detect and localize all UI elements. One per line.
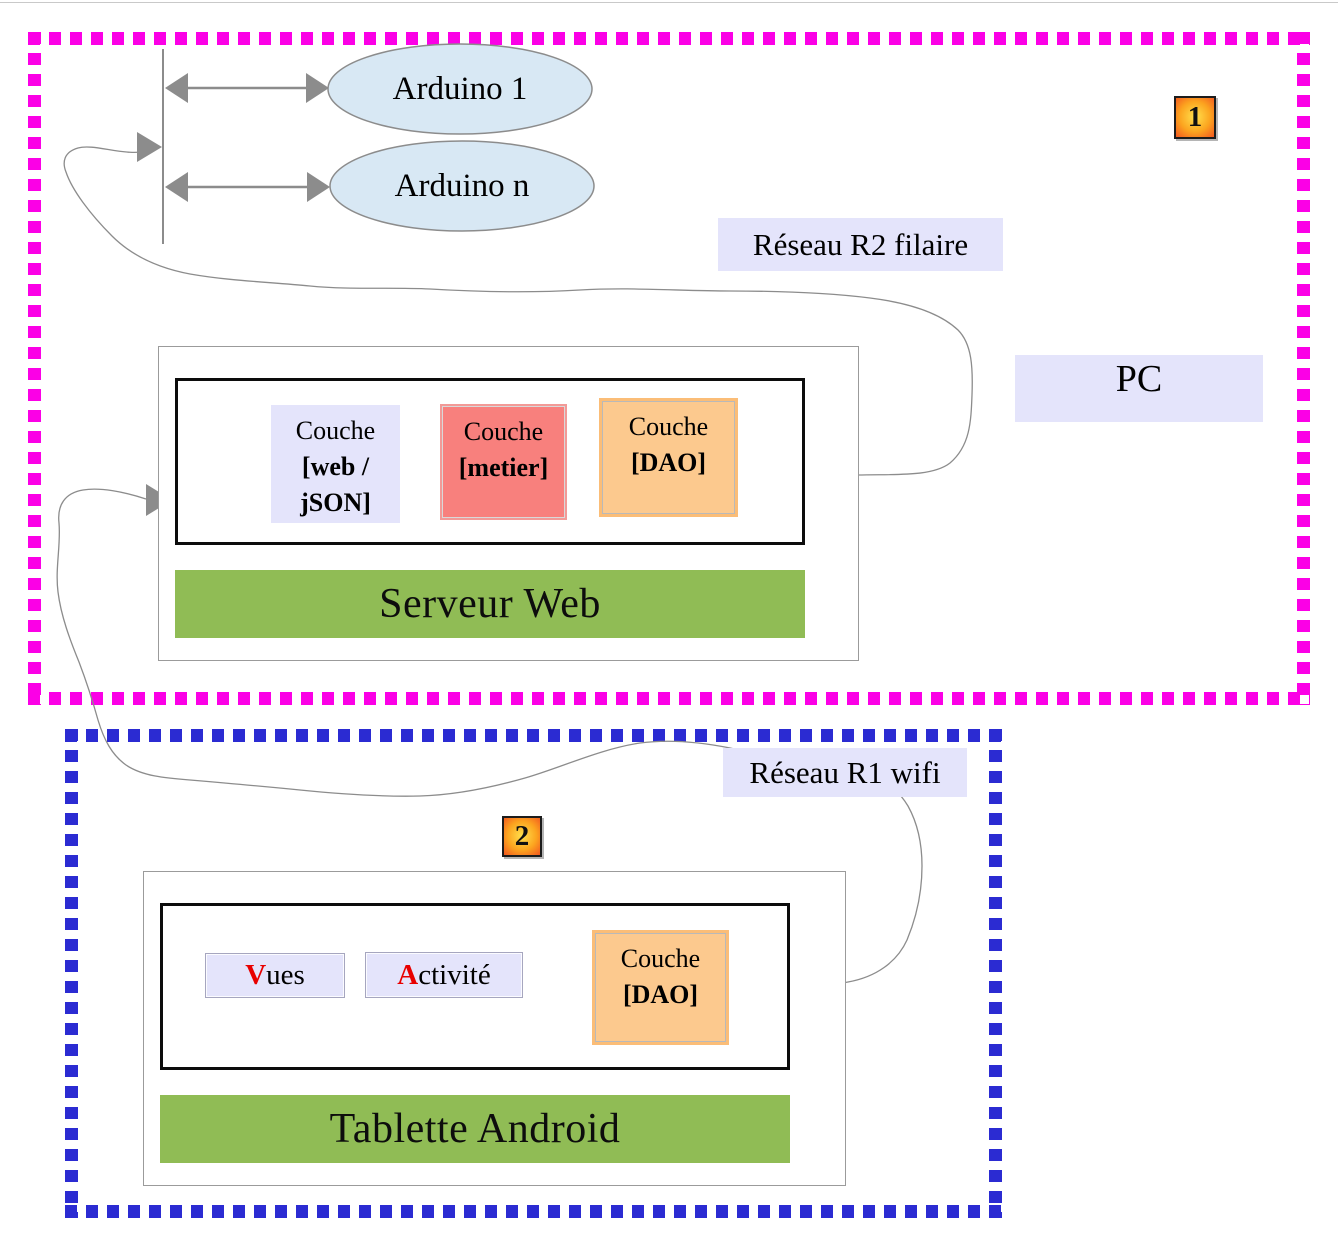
zone1-border-left — [28, 32, 41, 705]
server-banner-text: Serveur Web — [379, 581, 601, 627]
pc-label: PC — [1015, 355, 1263, 422]
zone2-border-top — [65, 729, 1002, 742]
layer-dao-server-title: Couche — [628, 412, 709, 441]
zone2-number-badge-text: 2 — [514, 820, 530, 852]
widget-activite-initial: A — [397, 958, 419, 991]
layer-web-json: Couche [web / jSON] — [271, 405, 400, 523]
layer-metier-line1: [metier] — [458, 453, 549, 482]
arduino1-right-arrowhead-icon — [306, 73, 329, 103]
arduinon-left-arrowhead-icon — [165, 172, 188, 202]
layer-web-json-line1: [web / — [301, 452, 370, 481]
reseau-r2-curve — [63, 146, 973, 476]
pc-label-text: PC — [1115, 358, 1163, 400]
zone1-number-badge-text: 1 — [1187, 101, 1203, 133]
arduino1-left-arrowhead-icon — [165, 73, 188, 103]
bus-feed-arrowhead-icon — [137, 132, 162, 162]
arduinon-right-arrowhead-icon — [307, 172, 330, 202]
arduinon-node: Arduino n — [330, 158, 594, 214]
layer-web-json-title: Couche — [295, 416, 376, 445]
tablet-banner-text: Tablette Android — [329, 1106, 621, 1152]
widget-vues-initial: V — [245, 959, 267, 991]
reseau-r1-label-text: Réseau R1 wifi — [749, 754, 941, 790]
reseau-r1-label: Réseau R1 wifi — [723, 748, 967, 797]
layer-metier: Couche [metier] — [440, 404, 567, 520]
widget-vues-rest: ues — [266, 959, 305, 991]
zone2-border-right — [989, 729, 1002, 1218]
zone2-border-bottom — [65, 1205, 1002, 1218]
arduinon-label: Arduino n — [394, 167, 530, 204]
reseau-r2-label-text: Réseau R2 filaire — [752, 226, 969, 262]
zone1-border-bottom — [28, 692, 1310, 705]
arduino1-label: Arduino 1 — [392, 70, 528, 107]
zone2-border-left — [65, 729, 78, 1218]
server-banner: Serveur Web — [175, 570, 805, 638]
layer-dao-tablet-title: Couche — [620, 944, 701, 973]
tablet-banner: Tablette Android — [160, 1095, 790, 1163]
arduinon-ellipse — [329, 140, 595, 232]
arduino1-ellipse — [327, 43, 593, 135]
layer-dao-tablet-line1: [DAO] — [622, 980, 699, 1009]
zone1-border-right — [1297, 32, 1310, 705]
arduino1-node: Arduino 1 — [328, 61, 592, 117]
layer-web-json-line2: jSON] — [300, 488, 371, 517]
layer-dao-tablet: Couche [DAO] — [592, 930, 729, 1045]
page-top-divider — [0, 2, 1338, 3]
layer-dao-server: Couche [DAO] — [599, 398, 738, 517]
layer-dao-server-line1: [DAO] — [630, 448, 707, 477]
layer-metier-title: Couche — [463, 417, 544, 446]
zone2-number-badge: 2 — [502, 816, 542, 857]
reseau-r2-label: Réseau R2 filaire — [718, 218, 1003, 271]
zone1-border-top — [28, 32, 1310, 45]
zone1-number-badge: 1 — [1174, 96, 1216, 139]
widget-activite-rest: ctivité — [418, 958, 491, 991]
reseau-r1-curve — [56, 488, 923, 985]
